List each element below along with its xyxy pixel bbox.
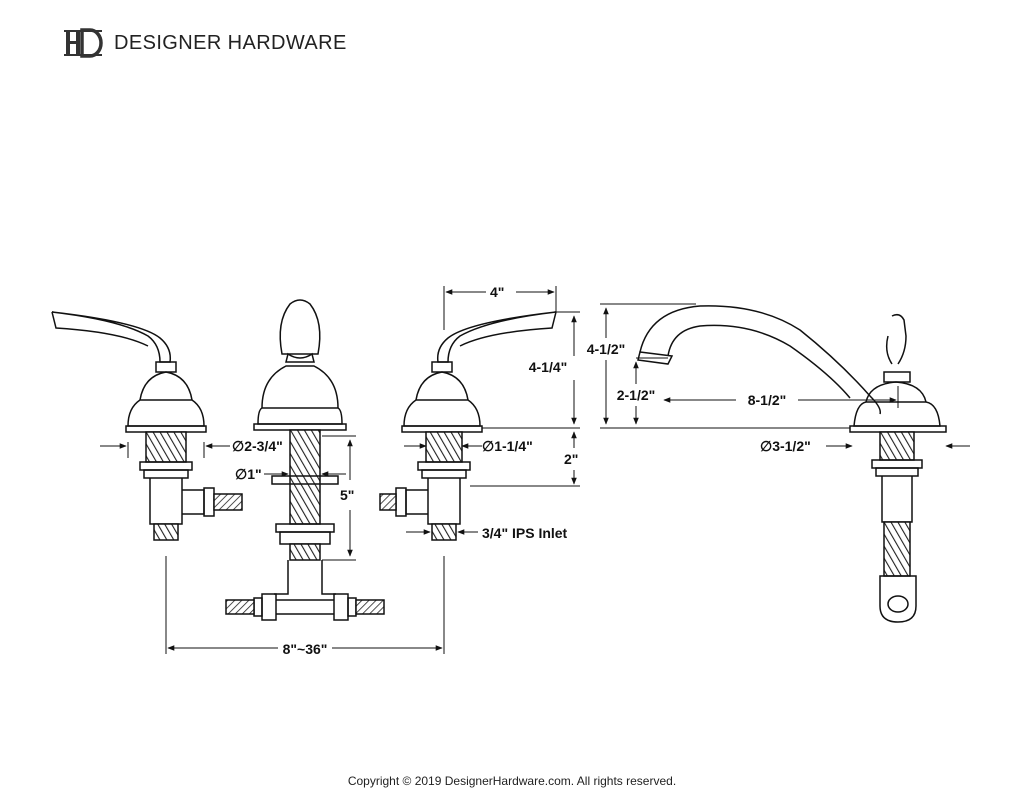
dim-inlet: 3/4" IPS Inlet <box>482 525 568 541</box>
dim-spout-height: 4-1/2" <box>587 341 626 357</box>
dim-shank-diameter: ∅1" <box>235 466 262 482</box>
hd-logo-icon <box>64 28 103 58</box>
dim-handle-reach: 4" <box>490 284 504 300</box>
brand-header: DESIGNER HARDWARE <box>64 26 347 60</box>
dim-handle-height: 4-1/4" <box>529 359 568 375</box>
dim-handle-shank: 2" <box>564 451 578 467</box>
center-spout-body <box>225 299 385 621</box>
side-view-spout <box>637 305 947 623</box>
copyright-footer: Copyright © 2019 DesignerHardware.com. A… <box>347 774 677 788</box>
dim-spout-outlet-height: 2-1/2" <box>617 387 656 403</box>
left-handle-valve <box>51 311 243 541</box>
dim-spout-reach: 8-1/2" <box>748 392 787 408</box>
dim-shank-length: 5" <box>340 487 354 503</box>
right-handle-valve <box>379 311 557 541</box>
brand-name: DESIGNER HARDWARE <box>114 31 347 54</box>
dim-spread: 8"~36" <box>283 641 328 657</box>
dim-mount-diameter: ∅1-1/4" <box>482 438 533 454</box>
dim-spout-base-diameter: ∅3-1/2" <box>760 438 811 454</box>
dim-handle-base-diameter: ∅2-3/4" <box>232 438 283 454</box>
